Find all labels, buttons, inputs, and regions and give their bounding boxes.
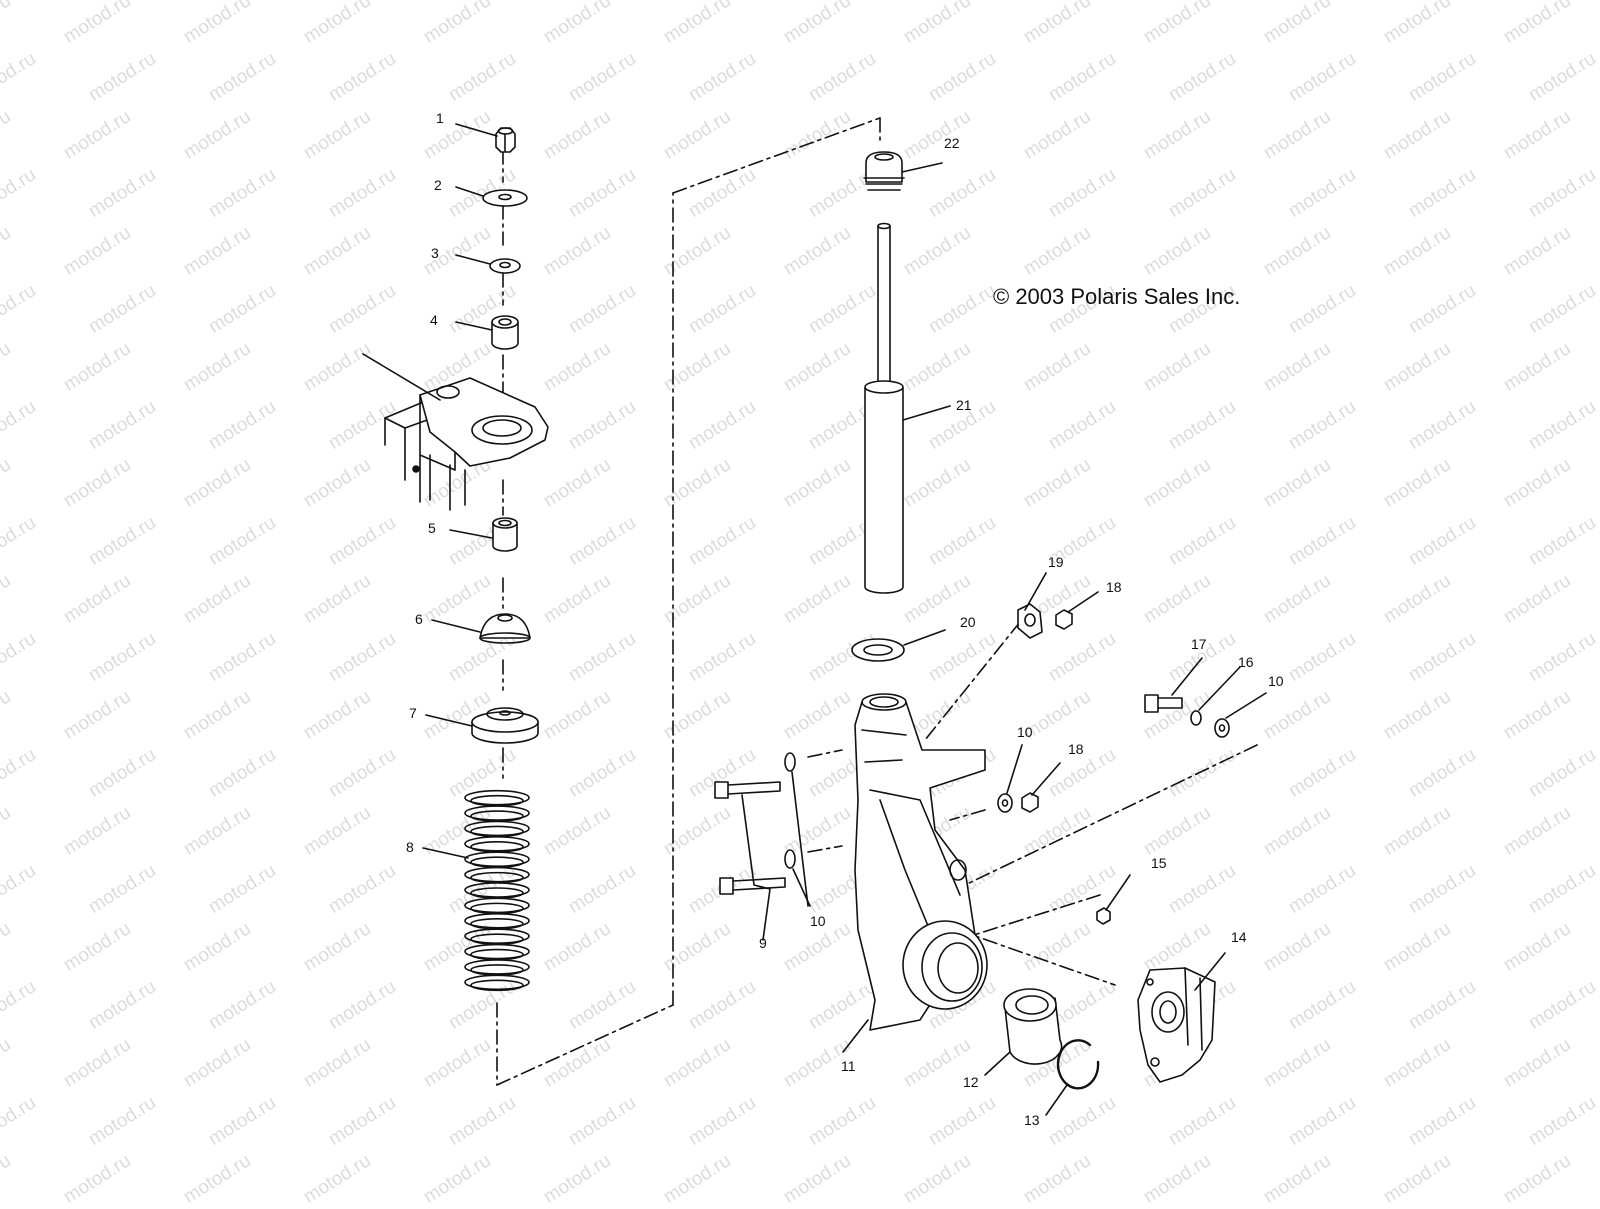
part-upper-mount <box>362 353 549 511</box>
spring-coil <box>464 943 530 960</box>
part-2-washer <box>482 189 528 207</box>
part-18-nut-upper <box>1055 591 1099 630</box>
callout-7: 7 <box>409 705 417 721</box>
callout-21: 21 <box>956 397 972 413</box>
spring-coil <box>464 789 530 806</box>
callout-18-upper: 18 <box>1106 579 1122 595</box>
callout-22: 22 <box>944 135 960 151</box>
spring-coil <box>464 912 530 929</box>
part-10-washers-left <box>784 752 811 907</box>
callout-10-bolts: 10 <box>810 913 826 929</box>
callout-3: 3 <box>431 245 439 261</box>
callout-13: 13 <box>1024 1112 1040 1128</box>
part-6-spring-cup <box>479 613 531 644</box>
spring-coil <box>464 897 530 914</box>
part-5-bushing <box>492 517 518 552</box>
callout-10-right: 10 <box>1268 673 1284 689</box>
callout-14: 14 <box>1231 929 1247 945</box>
callout-9: 9 <box>759 935 767 951</box>
part-9-bolts <box>714 781 786 941</box>
callout-8: 8 <box>406 839 414 855</box>
part-18-nut-lower <box>1021 762 1061 813</box>
callout-2: 2 <box>434 177 442 193</box>
spring-coil <box>464 851 530 868</box>
part-1-nut <box>495 127 516 153</box>
callout-16: 16 <box>1238 654 1254 670</box>
part-20-washer <box>851 629 946 662</box>
callout-18-lower: 18 <box>1068 741 1084 757</box>
spring-coil <box>464 820 530 837</box>
spring-coil <box>464 959 530 975</box>
part-8-coil-spring <box>464 789 530 992</box>
callout-5: 5 <box>428 520 436 536</box>
spring-coil <box>464 805 530 821</box>
callout-4: 4 <box>430 312 438 328</box>
spring-coil <box>464 866 530 883</box>
callout-20: 20 <box>960 614 976 630</box>
part-15-grease-fitting <box>1096 874 1131 925</box>
callout-15: 15 <box>1151 855 1167 871</box>
callout-11: 11 <box>841 1058 856 1074</box>
part-22-bump-stop <box>863 151 905 191</box>
part-16-lock-washer <box>1190 666 1241 726</box>
spring-coil <box>464 882 530 898</box>
part-7-spring-seat <box>471 707 539 744</box>
callout-12: 12 <box>963 1074 979 1090</box>
part-13-snap-ring <box>1045 1039 1100 1116</box>
part-14-caliper <box>1137 952 1226 1083</box>
part-17-bolt <box>1144 657 1203 713</box>
callout-10-middle: 10 <box>1017 724 1033 740</box>
part-3-washer <box>489 258 521 274</box>
callout-19: 19 <box>1048 554 1064 570</box>
part-10-washer-right <box>1214 692 1267 738</box>
spring-coil <box>464 928 530 944</box>
part-4-bushing <box>491 315 519 350</box>
part-10-washer-middle <box>997 744 1023 813</box>
part-12-bearing <box>984 988 1063 1076</box>
spring-coil <box>464 836 530 852</box>
spring-coil <box>464 974 530 991</box>
assembly-line-left <box>496 117 881 1086</box>
callout-17: 17 <box>1191 636 1207 652</box>
part-11-spindle <box>842 693 988 1053</box>
part-21-strut-cartridge <box>864 222 951 594</box>
part-19-clamp <box>1017 572 1047 639</box>
copyright-text: © 2003 Polaris Sales Inc. <box>993 284 1241 309</box>
callout-leaders <box>422 123 943 859</box>
assembly-lines-right <box>807 621 1258 986</box>
callout-6: 6 <box>415 611 423 627</box>
spring-coil-inner <box>470 979 524 992</box>
callout-1: 1 <box>436 110 444 126</box>
